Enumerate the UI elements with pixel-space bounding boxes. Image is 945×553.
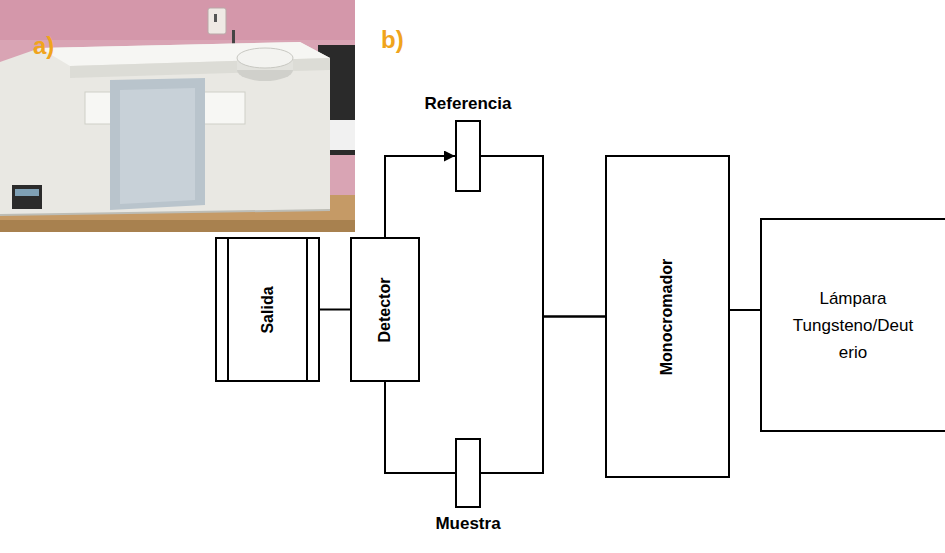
sample-cell: Muestra <box>455 438 481 508</box>
box-label: Monocromador <box>658 258 676 374</box>
connector-line <box>320 309 350 311</box>
cell-heading: Muestra <box>435 514 500 534</box>
connector-line <box>481 156 605 317</box>
lamp-box: Lámpara Tungsteno/Deut erio <box>760 218 945 432</box>
output-box: Salida <box>215 237 320 382</box>
box-label: Lámpara Tungsteno/Deut erio <box>778 285 928 366</box>
reference-cell: Referencia <box>455 120 481 192</box>
box-label: Detector <box>376 277 394 342</box>
connector-line <box>385 156 455 237</box>
connector-line <box>481 317 605 474</box>
detector-box: Detector <box>350 237 420 382</box>
connector-line <box>385 382 455 473</box>
panel-letter: b) <box>381 26 404 54</box>
monochromator-box: Monocromador <box>605 155 730 478</box>
panel-letter: a) <box>33 32 54 60</box>
cell-heading: Referencia <box>425 94 512 114</box>
connector-line <box>730 309 760 311</box>
box-label: Salida <box>258 286 276 333</box>
